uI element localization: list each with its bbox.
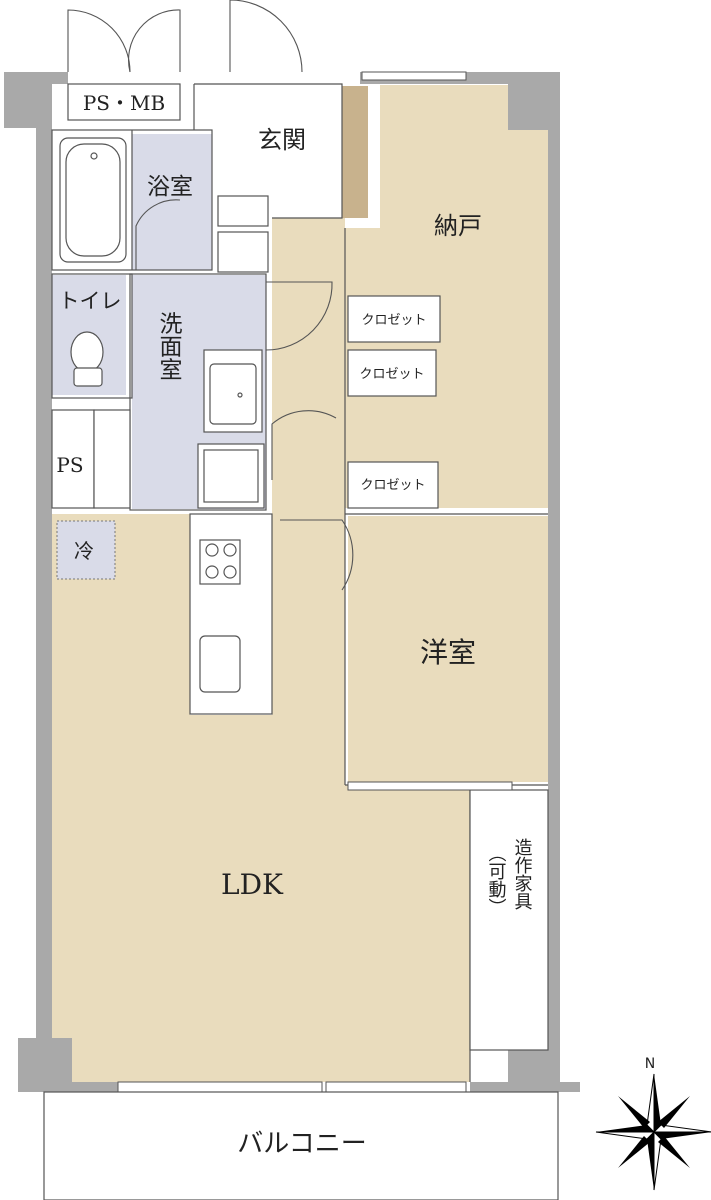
balcony	[43, 1091, 559, 1200]
label-yoshitsu: 洋室	[420, 636, 476, 669]
floor-areas	[52, 85, 548, 1082]
balcony-area	[43, 1091, 559, 1200]
label-closet-3: クロゼット	[360, 478, 425, 493]
label-furniture-1: 造作家具	[512, 838, 533, 910]
label-closet-1: クロゼット	[361, 313, 426, 328]
outer-walls	[4, 72, 580, 1092]
label-toilet: トイレ	[59, 289, 122, 313]
label-nando: 納戸	[434, 212, 482, 240]
label-washroom: 洗面室	[155, 312, 183, 381]
label-balcony: バルコニー	[237, 1129, 366, 1159]
doors	[67, 0, 354, 591]
label-ps: PS	[56, 453, 83, 477]
windows	[117, 71, 513, 1093]
nando-floor	[345, 85, 548, 508]
label-ldk: LDK	[221, 868, 284, 901]
compass-north-label: N	[645, 1056, 655, 1072]
fridge-space	[56, 520, 116, 580]
label-bath: 浴室	[147, 174, 193, 200]
room-labels: PS・MB 玄関 浴室 納戸 トイレ 洗面室 クロゼット クロゼット クロゼット…	[56, 91, 532, 1159]
interior-lines	[51, 83, 549, 1082]
bath-floor	[132, 134, 212, 270]
label-genkan: 玄関	[258, 126, 306, 154]
compass-icon: N	[595, 1056, 711, 1191]
label-closet-2: クロゼット	[359, 367, 424, 382]
label-furniture-2: （可動）	[486, 844, 507, 916]
corridor-floor	[272, 218, 345, 514]
label-ps-mb: PS・MB	[83, 91, 165, 115]
yoshitsu-floor	[348, 516, 548, 782]
entry-step	[342, 86, 368, 218]
label-fridge: 冷	[74, 539, 94, 563]
ldk-floor	[52, 514, 470, 1082]
